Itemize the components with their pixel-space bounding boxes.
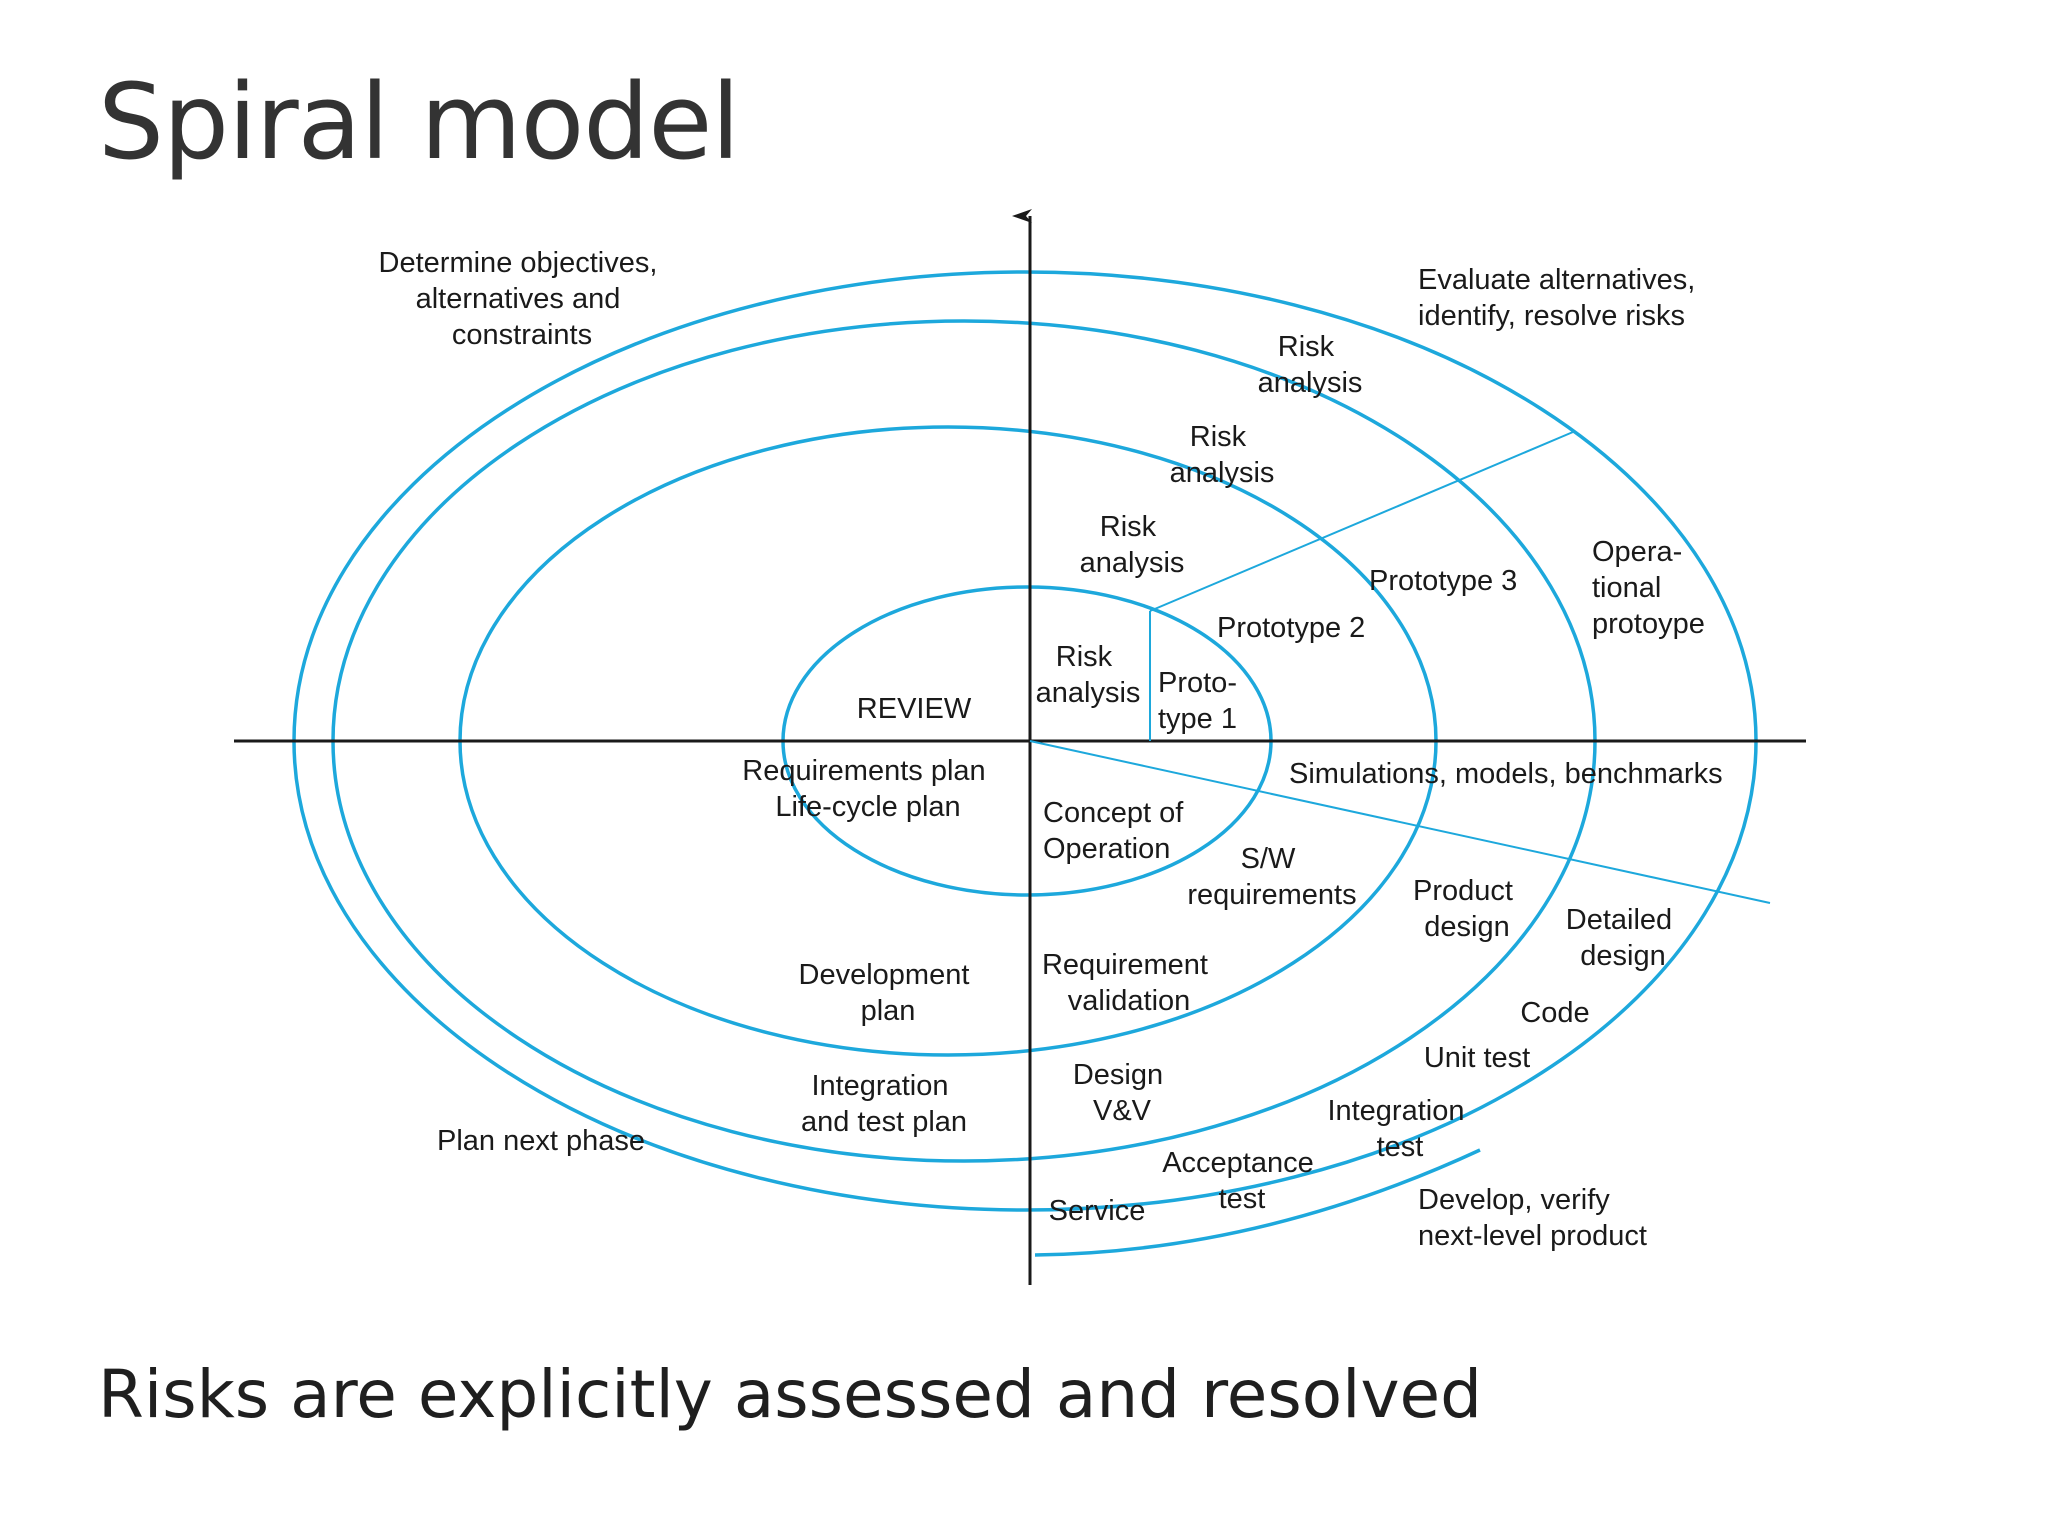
quadrant-label-top-left: Determine objectives, alternatives and c… [379,247,666,351]
detailed-design-label: Detailed design [1566,904,1680,972]
development-plan-label: Development plan [799,959,978,1027]
design-vv-label: Design V&V [1073,1059,1171,1127]
risk-analysis-label: Risk analysis [1258,331,1363,399]
prototype-3-label: Prototype 3 [1369,565,1517,597]
integration-test-label: Integration test [1327,1095,1472,1163]
integration-test-plan-label: Integration and test plan [801,1070,967,1138]
risk-analysis-label: Risk analysis [1170,421,1275,489]
simulation-diagonal-line [1029,740,1771,904]
prototype-1-label: Proto- type 1 [1158,667,1245,735]
concept-of-operation-label: Concept of Operation [1043,797,1191,865]
review-label: REVIEW [857,693,972,725]
quadrant-label-bottom-right: Develop, verify next-level product [1418,1184,1647,1252]
sw-requirements-label: S/W requirements [1187,843,1356,911]
spiral-exit-path [1034,1148,1481,1257]
spiral-model-diagram: Determine objectives, alternatives and c… [234,209,1806,1285]
slide-title: Spiral model [98,61,740,183]
requirements-plan-label: Requirements plan Life-cycle plan [742,755,993,823]
acceptance-test-label: Acceptance test [1162,1147,1322,1215]
slide-subtitle: Risks are explicitly assessed and resolv… [98,1356,1483,1433]
prototype-diagonal-line [1149,431,1574,612]
service-label: Service [1049,1195,1146,1227]
unit-test-label: Unit test [1424,1042,1530,1074]
risk-analysis-label: Risk analysis [1036,641,1141,709]
quadrant-label-top-right: Evaluate alternatives, identify, resolve… [1418,264,1703,332]
simulations-label: Simulations, models, benchmarks [1289,758,1723,790]
prototype-2-label: Prototype 2 [1217,612,1365,644]
quadrant-label-bottom-left: Plan next phase [437,1125,645,1157]
risk-analysis-label: Risk analysis [1080,511,1185,579]
requirement-validation-label: Requirement validation [1042,949,1216,1017]
code-label: Code [1520,997,1589,1029]
operational-prototype-label: Opera- tional protoype [1592,536,1705,640]
product-design-label: Product design [1413,875,1521,943]
